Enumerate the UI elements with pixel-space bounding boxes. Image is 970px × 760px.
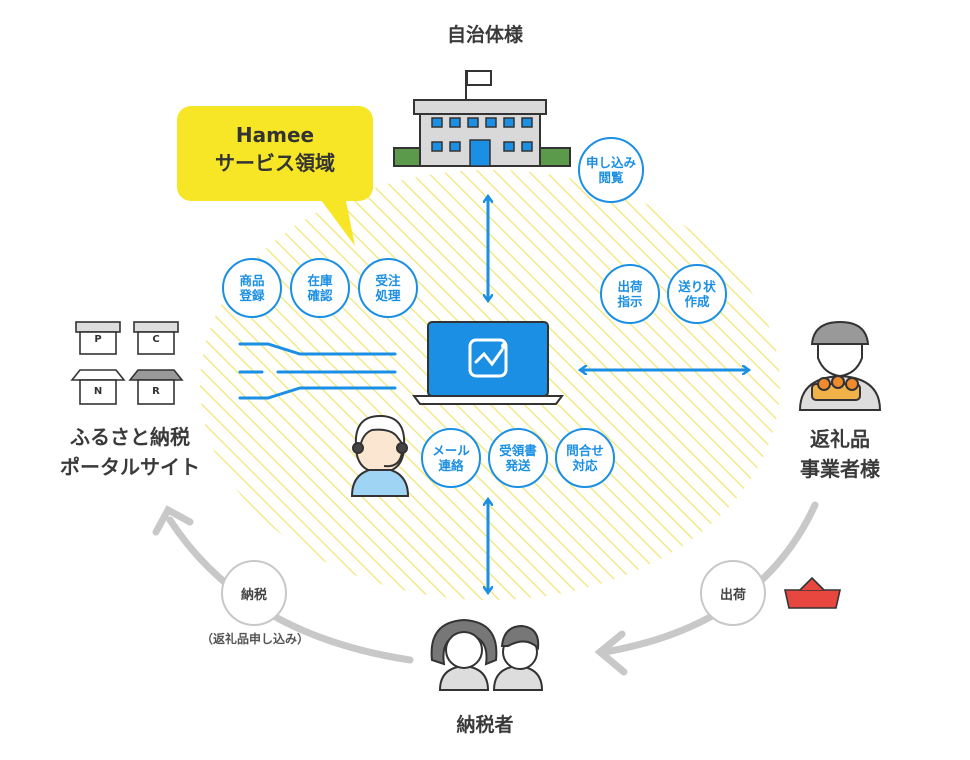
bubble-invoice-creation-line2: 作成 [684,294,710,309]
operator-icon [350,414,410,497]
bubble-product-registration-line1: 商品 [239,273,265,288]
callout-line1: Hamee [235,123,315,147]
laptop-icon [412,321,564,405]
municipality-label: 自治体様 [446,24,523,46]
bubble-stock-check-line1: 在庫 [307,273,333,288]
bubble-shipping-instruction-line1: 出荷 [617,279,643,294]
bubble-product-registration-line2: 登録 [239,288,265,303]
bubble-order-processing: 受注 処理 [358,258,418,318]
bubble-apply-view: 申し込み 閲覧 [578,137,644,203]
bubble-shipping-instruction: 出荷 指示 [600,264,660,324]
bubble-order-processing-line2: 処理 [375,288,401,303]
flow-ship-label: 出荷 [719,587,746,603]
bubble-order-processing-line1: 受注 [375,273,401,288]
callout-tail [318,196,355,246]
supplier-label-line2: 事業者様 [800,457,880,481]
hamee-callout [177,106,373,201]
bubble-inquiry-response-line1: 問合せ [566,443,604,458]
portal-label-line2: ポータルサイト [60,455,200,479]
supplier-label-line1: 返礼品 [810,427,870,451]
bubble-shipping-instruction-line2: 指示 [617,294,643,309]
taxpayer-label: 納税者 [456,714,514,736]
bubble-stock-check-line2: 確認 [307,288,333,303]
bubble-apply-view-line1: 申し込み [585,155,636,170]
bubble-inquiry-response: 問合せ 対応 [555,428,615,488]
bubble-product-registration: 商品 登録 [222,258,282,318]
hamee-callout-text: Hamee サービス領域 [177,121,373,177]
bubble-mail-contact-line2: 連絡 [438,458,464,473]
portal-boxes [70,321,184,405]
portal-box-letter-r: R [152,386,160,397]
flow-tax-note: （返礼品申し込み） [200,632,309,646]
portal-box-letter-n: N [93,386,103,397]
bubble-stock-check: 在庫 確認 [290,258,350,318]
flow-tax-label: 納税 [240,587,267,603]
bubble-receipt-shipping: 受領書 発送 [488,428,548,488]
flow-tax-circle: 納税 [221,560,287,626]
municipality-building-icon [393,70,571,167]
flow-ship-circle: 出荷 [700,560,766,626]
bubble-inquiry-response-line2: 対応 [572,458,598,473]
bubble-invoice-creation-line1: 送り状 [678,279,716,294]
taxpayers-icon [430,618,544,691]
bubble-receipt-shipping-line2: 発送 [505,458,531,473]
callout-line2: サービス領域 [215,151,335,175]
bubble-mail-contact-line1: メール [432,443,470,458]
portal-lines [238,342,397,400]
bubble-invoice-creation: 送り状 作成 [667,264,727,324]
bubble-mail-contact: メール 連絡 [421,428,481,488]
bubble-receipt-shipping-line1: 受領書 [499,443,537,458]
portal-box-letter-c: C [152,334,160,345]
bubble-apply-view-line2: 閲覧 [598,170,624,185]
gift-box-icon [784,576,841,609]
portal-label: ふるさと納税 ポータルサイト [40,422,220,482]
portal-box-letter-p: P [94,334,102,345]
portal-label-line1: ふるさと納税 [70,425,190,449]
supplier-icon [798,320,882,411]
supplier-label: 返礼品 事業者様 [770,424,910,484]
